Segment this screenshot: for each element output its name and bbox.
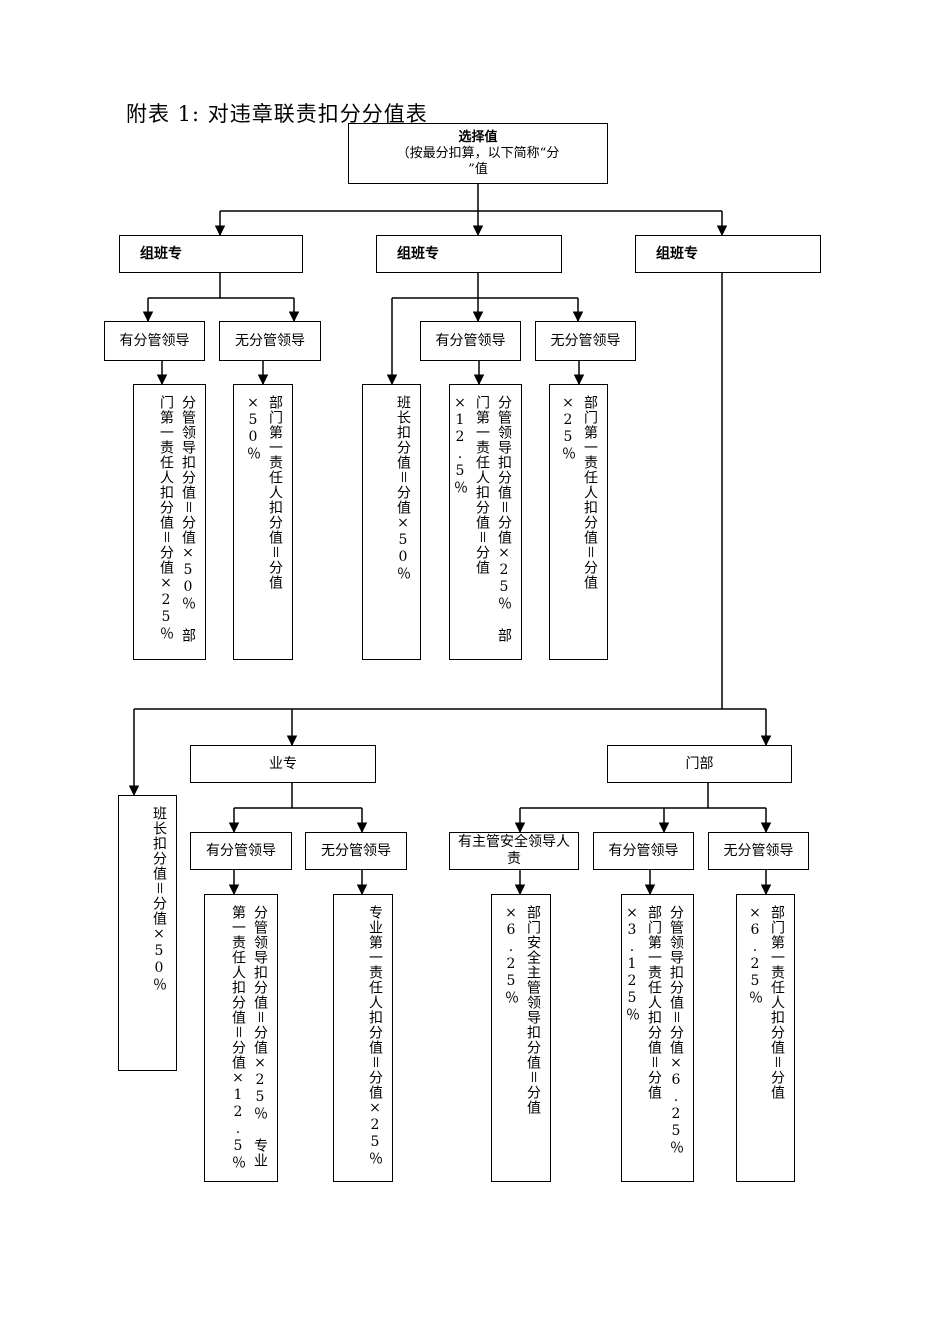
dept-has-leader-box: 有分管领导 (593, 832, 694, 870)
middle-squad-rule: 班长扣分值＝分值×50％ (362, 384, 421, 660)
left-no-leader-rule: 部门第一责任人扣分值＝分值×50％ (233, 384, 293, 660)
specialty-has-leader-box: 有分管领导 (190, 832, 292, 870)
left-has-leader-rule: 分管领导扣分值＝分值×50％ 部门第一责任人扣分值＝分值×25％ (133, 384, 206, 660)
dept-has-leader-rule: 分管领导扣分值＝分值×6.25％ 部门第一责任人扣分值＝分值×3.125％ (621, 894, 694, 1182)
middle-no-leader-box: 无分管领导 (535, 321, 636, 361)
branch-box-left: 组班专 (119, 235, 303, 273)
left-has-leader-box: 有分管领导 (104, 321, 205, 361)
branch-box-middle: 组班专 (376, 235, 562, 273)
score-definition-line2: （按最分扣算，以下简称“分 (396, 145, 560, 161)
score-definition-line1: 选择值 (458, 129, 498, 145)
specialty-has-leader-rule: 分管领导扣分值＝分值×25％ 专业第一责任人扣分值＝分值×12.5％ (204, 894, 278, 1182)
dept-safety-leader-rule: 部门安全主管领导扣分值＝分值×6.25％ (491, 894, 551, 1182)
dept-no-leader-box: 无分管领导 (708, 832, 809, 870)
middle-has-leader-box: 有分管领导 (420, 321, 521, 361)
dept-no-leader-rule: 部门第一责任人扣分值＝分值×6.25％ (736, 894, 795, 1182)
specialty-box: 业专 (190, 745, 376, 783)
left-no-leader-box: 无分管领导 (219, 321, 321, 361)
right-squad-rule: 班长扣分值＝分值×50％ (118, 795, 177, 1071)
branch-box-right: 组班专 (635, 235, 821, 273)
page-title: 附表 1: 对违章联责扣分分值表 (126, 102, 428, 126)
dept-safety-leader-box: 有主管安全领导人责 (449, 832, 579, 870)
middle-no-leader-rule: 部门第一责任人扣分值＝分值×25％ (549, 384, 608, 660)
score-definition-box: 选择值 （按最分扣算，以下简称“分 ”值 (348, 123, 608, 184)
specialty-no-leader-box: 无分管领导 (305, 832, 407, 870)
middle-has-leader-rule: 分管领导扣分值＝分值×25％ 部门第一责任人扣分值＝分值×12.5％ (449, 384, 522, 660)
score-definition-line3: ”值 (468, 161, 488, 177)
department-box: 门部 (607, 745, 792, 783)
specialty-no-leader-rule: 专业第一责任人扣分值＝分值×25％ (333, 894, 393, 1182)
